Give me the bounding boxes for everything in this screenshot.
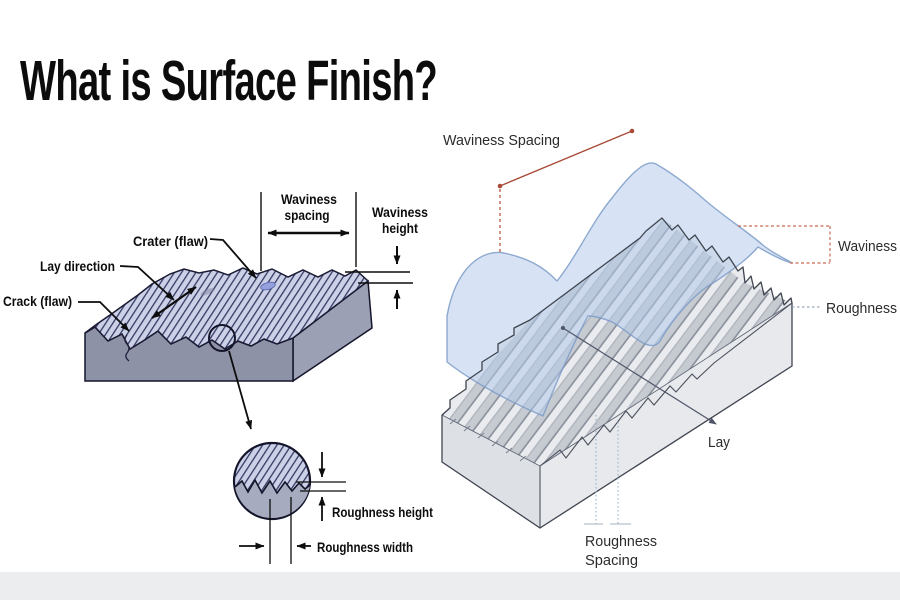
roughness-profile-line: [234, 478, 311, 495]
surface-smudge: [200, 288, 214, 296]
waviness-bracket: [738, 225, 831, 264]
bottom-gray-band: [0, 572, 900, 600]
left-diagram: Waviness spacing Waviness height Crater …: [3, 191, 433, 564]
crack-flaw-line: [124, 334, 130, 362]
crater-flaw-spot: [260, 281, 276, 291]
roughness-width-label: Roughness width: [317, 539, 413, 555]
roughness-spacing-label-line2: Spacing: [585, 552, 638, 569]
waviness-height-label-line2: height: [382, 220, 418, 236]
crack-leader-line: [78, 301, 130, 332]
lay-direction-leader-line: [119, 265, 175, 301]
ridge-ends-zigzag-edge: [539, 302, 793, 467]
roughness-spacing-label-line1: Roughness: [585, 533, 657, 550]
magnifier-source-circle: [208, 324, 236, 352]
crack-flaw-label: Crack (flaw): [3, 293, 72, 309]
lay-direction-label: Lay direction: [40, 258, 115, 274]
roughness-label: Roughness: [826, 300, 897, 317]
waviness-spacing-label: Waviness Spacing: [443, 132, 560, 149]
lay-axis-arrow: [562, 327, 717, 425]
page-title: What is Surface Finish?: [20, 49, 437, 113]
step-ticks-edge: [449, 418, 527, 462]
waviness-spacing-line: [499, 130, 633, 187]
roughness-spacing-drops: [595, 415, 619, 524]
lay-label: Lay: [708, 434, 730, 451]
waviness-height-label-line1: Waviness: [372, 204, 428, 220]
waviness-label: Waviness: [838, 238, 897, 255]
magnifier-leader-line: [228, 350, 253, 430]
waviness-spacing-dot-left: [497, 183, 503, 189]
magnified-roughness-view: [232, 441, 346, 564]
block-outline: [441, 217, 793, 529]
roughness-height-label: Roughness height: [332, 504, 433, 520]
right-diagram: Waviness Spacing Waviness Roughness Lay …: [441, 128, 897, 569]
lay-direction-arrow: [151, 286, 197, 319]
waviness-spacing-label-line2: spacing: [285, 207, 330, 223]
waviness-spacing-label-line1: Waviness: [281, 191, 337, 207]
crater-flaw-label: Crater (flaw): [133, 233, 208, 249]
lay-axis-dot: [561, 326, 565, 330]
waviness-spacing-dot-right: [629, 128, 635, 134]
crater-leader-line: [209, 238, 257, 279]
